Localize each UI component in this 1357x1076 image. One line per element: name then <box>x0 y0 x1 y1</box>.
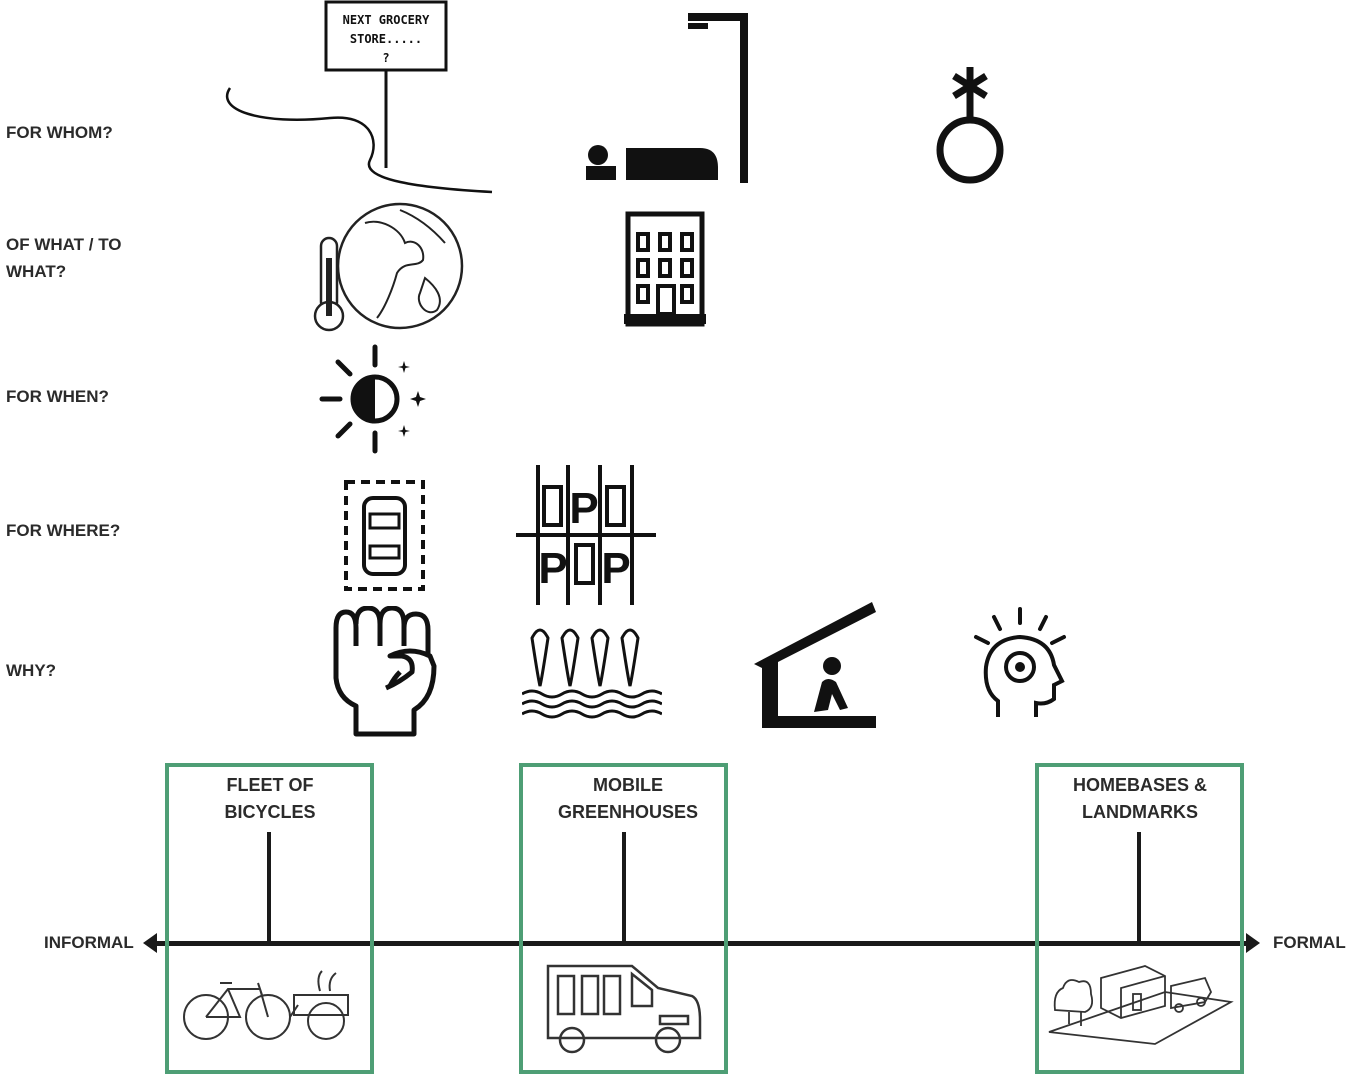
parking-letter-3: P <box>601 544 630 593</box>
head-target-icon <box>966 605 1076 725</box>
grocery-sign-icon: NEXT GROCERY STORE..... ? <box>220 0 495 195</box>
sheltered-person-icon <box>752 598 880 730</box>
spectrum-axis <box>152 941 1248 946</box>
sign-line-1: NEXT GROCERY <box>343 13 430 27</box>
homebase-sketch <box>1045 962 1235 1047</box>
fleet-of-bicycles-label: FLEET OF BICYCLES <box>224 775 316 822</box>
row-label-for-when: FOR WHEN? <box>6 387 109 406</box>
apartment-building-icon <box>620 210 710 330</box>
right-arrow-icon <box>1246 933 1260 953</box>
mobile-greenhouses-tick <box>622 832 626 942</box>
parking-letter-2: P <box>538 544 567 593</box>
mobile-greenhouses-label: MOBILE GREENHOUSES <box>557 775 699 822</box>
row-label-why: WHY? <box>6 661 57 680</box>
day-night-sun-icon <box>318 343 433 455</box>
food-truck-sketch <box>542 960 707 1060</box>
parking-letter-1: P <box>569 484 598 533</box>
homebases-landmarks-label: HOMEBASES & LANDMARKS <box>1072 775 1207 822</box>
left-arrow-icon <box>143 933 157 953</box>
nonbinary-gender-icon <box>920 62 1020 187</box>
raised-fist-icon <box>330 606 440 741</box>
globe-thermometer-icon <box>305 198 465 338</box>
homebases-landmarks-tick <box>1137 832 1141 942</box>
sign-line-2: STORE..... <box>350 32 422 46</box>
bicycle-cart-sketch <box>180 965 355 1045</box>
parked-car-icon <box>342 478 427 593</box>
mobile-greenhouses-box <box>519 763 728 1074</box>
formal-label: FORMAL <box>1273 933 1346 952</box>
row-label-for-whom: FOR WHOM? <box>6 123 113 142</box>
homebases-landmarks-box <box>1035 763 1244 1074</box>
row-label-for-where: FOR WHERE? <box>6 521 121 540</box>
informal-label: INFORMAL <box>44 933 134 952</box>
parking-lot-icon: P P P <box>516 465 656 605</box>
sleeping-person-icon <box>580 8 755 188</box>
carrot-field-icon <box>522 618 662 728</box>
fleet-of-bicycles-tick <box>267 832 271 942</box>
sign-line-3: ? <box>382 51 389 65</box>
fleet-of-bicycles-box <box>165 763 374 1074</box>
row-label-of-what: OF WHAT / TO WHAT? <box>6 235 122 281</box>
